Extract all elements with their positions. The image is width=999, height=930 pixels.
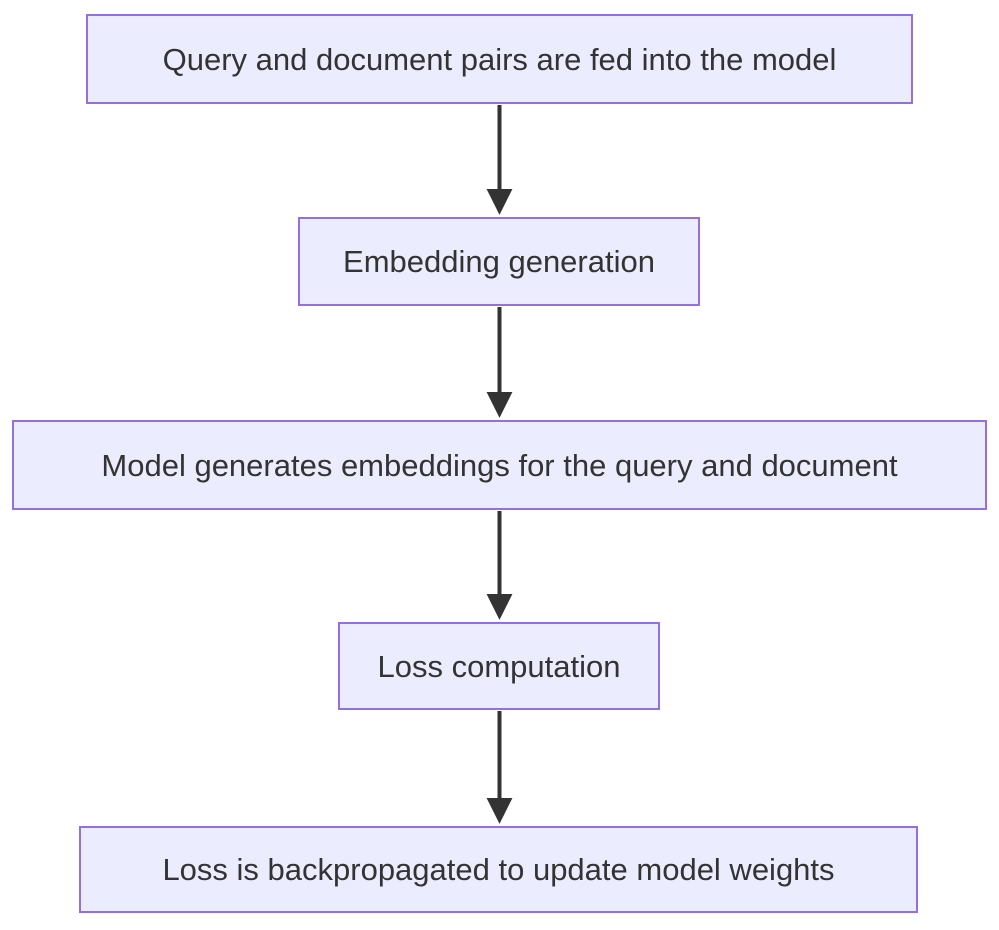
node-loss-computation: Loss computation (338, 622, 660, 710)
node-model-generates-embeddings: Model generates embeddings for the query… (12, 420, 987, 510)
node-query-document-pairs: Query and document pairs are fed into th… (86, 14, 913, 104)
node-loss-backpropagated: Loss is backpropagated to update model w… (79, 826, 918, 913)
node-embedding-generation: Embedding generation (298, 217, 700, 306)
